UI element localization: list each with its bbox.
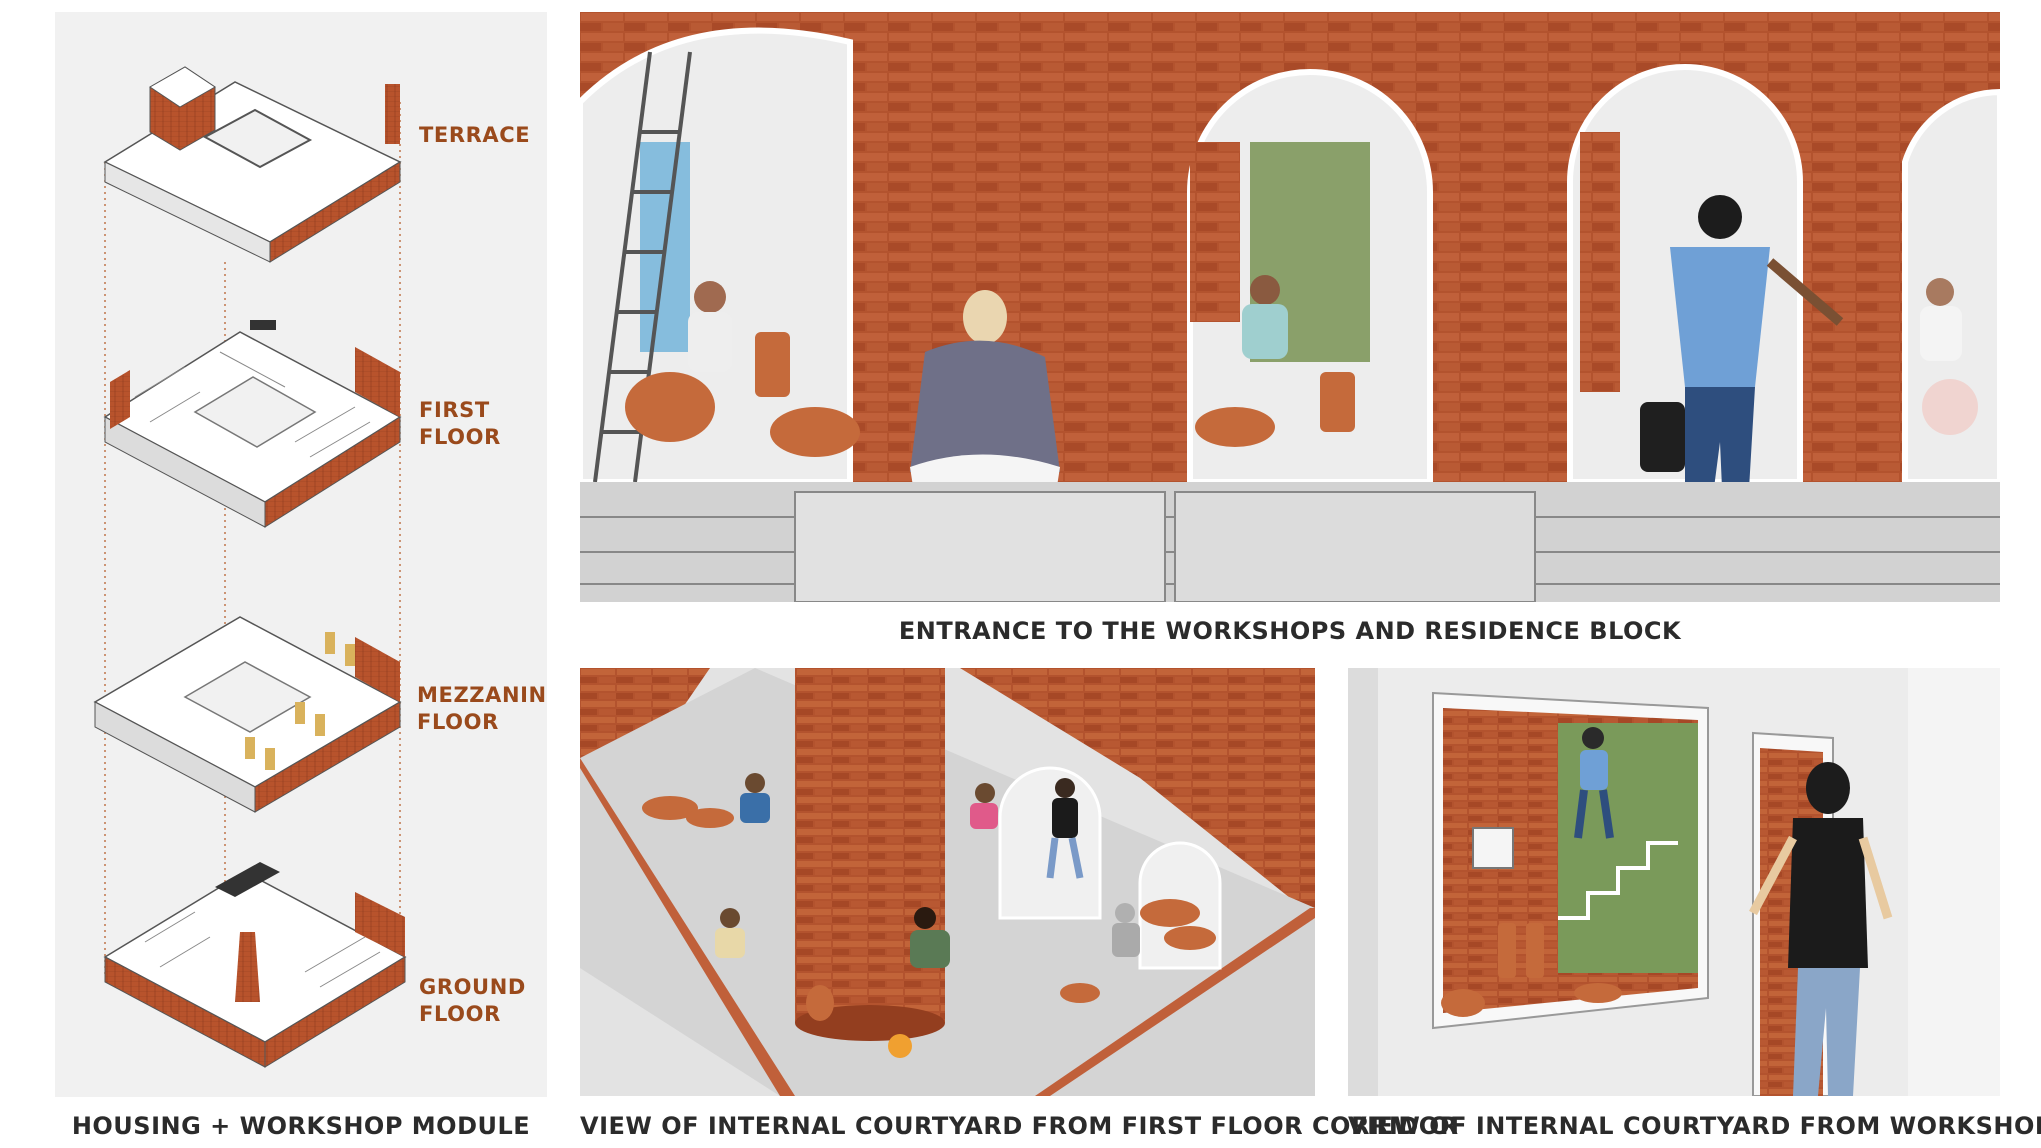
courtyard-corridor-illustration xyxy=(580,668,1315,1096)
worker-figures xyxy=(715,773,1140,968)
courtyard-staircase xyxy=(1558,841,1678,920)
label-terrace: TERRACE xyxy=(419,122,530,149)
floor-label-line: FLOOR xyxy=(419,425,501,449)
copper-vessels xyxy=(1441,923,1622,1017)
caption-entrance: ENTRANCE TO THE WORKSHOPS AND RESIDENCE … xyxy=(898,617,1682,645)
floor-label-line: FLOOR xyxy=(417,710,499,734)
floor-label-line: MEZZANINE xyxy=(417,683,547,707)
brick-chimney-column xyxy=(795,668,945,1023)
courtyard-garden xyxy=(1558,723,1698,973)
ground-level xyxy=(103,862,407,1068)
label-ground-floor: GROUND FLOOR xyxy=(419,974,526,1028)
caption-courtyard-corridor: VIEW OF INTERNAL COURTYARD FROM FIRST FL… xyxy=(580,1112,1459,1140)
caption-courtyard-workshop: VIEW OF INTERNAL COURTYARD FROM WORKSHOP xyxy=(1348,1112,2041,1140)
kiln-chimney xyxy=(235,932,260,1002)
furnace-fire xyxy=(888,1034,912,1058)
jali-window xyxy=(1472,827,1514,869)
entrance-steps xyxy=(580,491,2000,602)
copper-vessels xyxy=(642,796,1216,1021)
entrance-illustration xyxy=(580,12,2000,602)
caption-housing-workshop-module: HOUSING + WORKSHOP MODULE xyxy=(71,1112,531,1140)
terrace-level xyxy=(103,66,402,263)
mezzanine-level xyxy=(93,616,402,813)
label-mezzanine-floor: MEZZANINE FLOOR xyxy=(417,682,547,736)
standing-man xyxy=(1749,762,1893,1096)
entrance-perspective-panel xyxy=(580,12,2000,602)
seated-craftsman-1 xyxy=(688,281,732,372)
floor-label-line: FLOOR xyxy=(419,1002,501,1026)
axonometric-panel: TERRACE FIRST FLOOR MEZZANINE FLOOR GROU… xyxy=(55,12,547,1097)
seated-craftsman-3 xyxy=(1920,278,1962,361)
seated-craftsman-2 xyxy=(1242,275,1288,359)
label-first-floor: FIRST FLOOR xyxy=(419,397,501,451)
first-floor-level xyxy=(103,320,402,528)
floor-label-line: GROUND xyxy=(419,975,526,999)
floor-label-line: TERRACE xyxy=(419,123,531,147)
copper-vessels xyxy=(625,332,1978,457)
courtyard-workshop-illustration xyxy=(1348,668,2000,1096)
floor-label-line: FIRST xyxy=(419,398,490,422)
figure-on-stairs xyxy=(1574,727,1614,839)
exploded-axonometric-drawing xyxy=(93,66,407,1068)
courtyard-workshop-panel xyxy=(1348,668,2000,1096)
courtyard-corridor-panel xyxy=(580,668,1315,1096)
